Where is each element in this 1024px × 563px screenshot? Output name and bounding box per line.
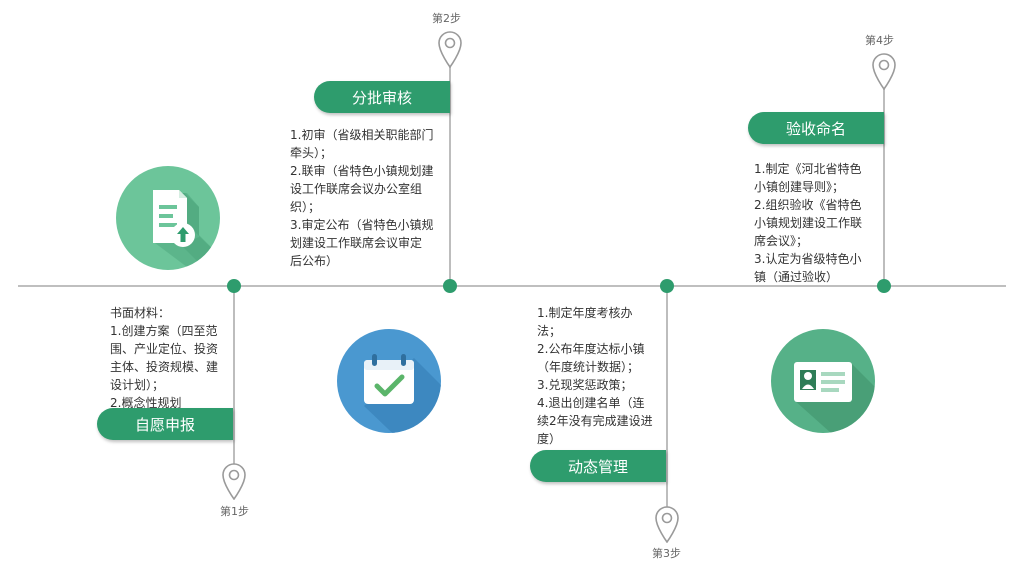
calendar-check-icon xyxy=(337,329,441,433)
step4-connector xyxy=(883,84,885,286)
step4-title-pill: 验收命名 xyxy=(748,112,884,144)
step2-title-pill: 分批审核 xyxy=(314,81,450,113)
step2-dot xyxy=(443,279,457,293)
step3-title: 动态管理 xyxy=(567,457,628,476)
step1-title-pill: 自愿申报 xyxy=(97,408,233,440)
document-upload-icon xyxy=(116,166,220,270)
step2-label: 第2步 xyxy=(432,12,461,25)
step1-title: 自愿申报 xyxy=(134,415,195,434)
step3-dot xyxy=(660,279,674,293)
step3-description: 1.制定年度考核办 法； 2.公布年度达标小镇 （年度统计数据）； 3.兑现奖惩… xyxy=(537,306,653,446)
step3-title-pill: 动态管理 xyxy=(530,450,666,482)
step2-connector xyxy=(449,62,451,286)
step1-connector xyxy=(233,287,235,467)
step2-title: 分批审核 xyxy=(351,88,412,107)
step4-description: 1.制定《河北省特色 小镇创建导则》； 2.组织验收《省特色 小镇规划建设工作联… xyxy=(754,162,863,284)
step2-location-pin-icon xyxy=(438,31,462,68)
step4-dot xyxy=(877,279,891,293)
timeline-axis xyxy=(18,285,1006,287)
step4-location-pin-icon xyxy=(872,53,896,90)
step3-location-pin-icon xyxy=(655,506,679,543)
step1-label: 第1步 xyxy=(220,505,249,518)
step3-label: 第3步 xyxy=(652,547,681,560)
step1-description: 书面材料： 1.创建方案（四至范 围、产业定位、投资 主体、投资规模、建 设计划… xyxy=(110,306,219,410)
step4-title: 验收命名 xyxy=(785,119,846,138)
step2-description: 1.初审（省级相关职能部门 牵头）； 2.联审（省特色小镇规划建 设工作联席会议… xyxy=(290,128,434,268)
step1-location-pin-icon xyxy=(222,463,246,500)
id-card-icon xyxy=(771,329,875,433)
step1-dot xyxy=(227,279,241,293)
step4-label: 第4步 xyxy=(865,34,894,47)
step3-connector xyxy=(666,287,668,507)
